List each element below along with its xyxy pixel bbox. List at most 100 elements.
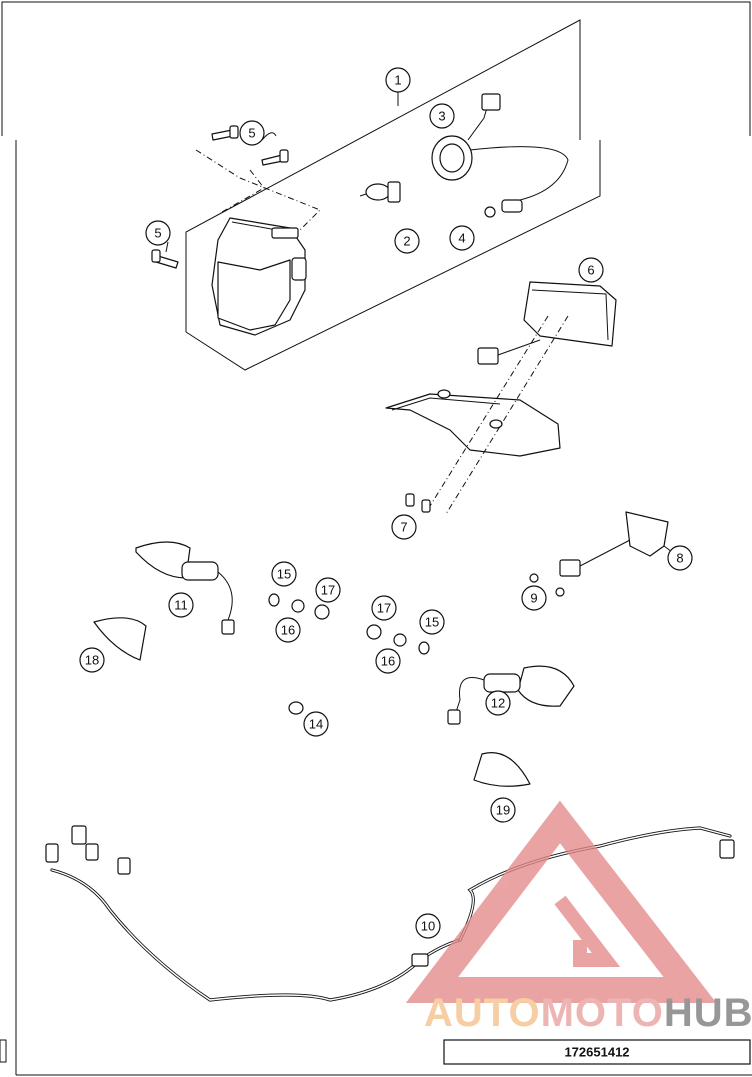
callout-circle xyxy=(667,545,693,571)
callout-circle xyxy=(371,595,397,621)
watermark-part-moto: MOTO xyxy=(541,991,664,1035)
callout-15a: 15 xyxy=(271,561,297,587)
callout-17a: 17 xyxy=(315,577,341,603)
callout-number: 5 xyxy=(154,226,161,241)
callout-circle xyxy=(239,120,265,146)
screw-5-left xyxy=(151,249,179,269)
bulb-socket xyxy=(431,93,569,201)
callout-5a: 5 xyxy=(239,120,265,146)
nut-17-left xyxy=(314,604,330,620)
callout-number: 2 xyxy=(403,234,410,249)
nut-17-right xyxy=(366,624,382,640)
callout-circle xyxy=(415,913,441,939)
callout-circle xyxy=(303,711,329,737)
callout-circle xyxy=(394,228,420,254)
screw-14 xyxy=(288,701,304,715)
callout-circle xyxy=(271,561,297,587)
washer-15-right xyxy=(418,641,430,655)
screw-7 xyxy=(405,493,431,513)
tail-light xyxy=(477,281,617,365)
callout-circle xyxy=(521,585,547,611)
callout-10: 10 xyxy=(415,913,441,939)
callout-number: 1 xyxy=(394,73,401,88)
callout-number: 3 xyxy=(438,109,445,124)
callout-circle xyxy=(449,225,475,251)
callout-15b: 15 xyxy=(419,609,445,635)
callout-number: 16 xyxy=(381,654,395,669)
callout-circle xyxy=(145,220,171,246)
callout-number: 7 xyxy=(400,520,407,535)
callout-number: 15 xyxy=(277,567,291,582)
callout-circle xyxy=(315,577,341,603)
callout-19: 19 xyxy=(490,797,516,823)
callout-circle xyxy=(391,514,417,540)
callout-8: 8 xyxy=(667,545,693,571)
turn-signal-front-right xyxy=(447,665,575,725)
callout-number: 11 xyxy=(174,598,188,613)
license-plate-light xyxy=(559,511,669,577)
reference-number: 172651412 xyxy=(564,1045,629,1060)
callout-number: 19 xyxy=(496,803,510,818)
callout-12: 12 xyxy=(485,690,511,716)
svg-text:AUTOMOTOHUB: AUTOMOTOHUB xyxy=(424,991,752,1035)
callout-14: 14 xyxy=(303,711,329,737)
callout-number: 15 xyxy=(425,615,439,630)
screw-5-upper xyxy=(211,125,239,141)
callout-4: 4 xyxy=(449,225,475,251)
callout-6: 6 xyxy=(578,257,604,283)
callout-16a: 16 xyxy=(275,617,301,643)
callout-2: 2 xyxy=(394,228,420,254)
rear-fender-bracket xyxy=(385,389,561,457)
callout-circle xyxy=(375,648,401,674)
callout-circle xyxy=(490,797,516,823)
headlight-bulb xyxy=(359,181,401,203)
screw-5-right xyxy=(261,149,289,166)
callout-circle xyxy=(419,609,445,635)
watermark-part-hub: HUB xyxy=(664,991,752,1035)
callout-number: 6 xyxy=(587,263,594,278)
callout-17b: 17 xyxy=(371,595,397,621)
callout-circle xyxy=(578,257,604,283)
watermark-part-auto: AUTO xyxy=(424,991,541,1035)
washer-15-left xyxy=(268,593,280,607)
callout-11: 11 xyxy=(168,592,194,618)
turn-signal-front-left xyxy=(135,541,235,635)
callout-number: 8 xyxy=(676,551,683,566)
callout-1: 1 xyxy=(385,67,411,93)
callout-number: 9 xyxy=(530,591,537,606)
callout-18: 18 xyxy=(79,647,105,673)
callout-circle xyxy=(79,647,105,673)
turn-signal-lens-left xyxy=(93,617,147,661)
callout-9: 9 xyxy=(521,585,547,611)
callout-circle xyxy=(275,617,301,643)
automotohub-watermark: AUTOMOTOHUB xyxy=(405,800,752,1035)
lock-washer-16-left xyxy=(291,599,305,613)
callout-circle xyxy=(168,592,194,618)
callout-number: 16 xyxy=(281,623,295,638)
wiring-harness xyxy=(45,825,735,1002)
callout-number: 10 xyxy=(421,919,435,934)
reference-number-box: 172651412 xyxy=(443,1039,751,1065)
lock-washer-16-right xyxy=(393,633,407,647)
headlight-group-panel xyxy=(185,19,601,371)
screw-9 xyxy=(529,573,565,597)
callout-7: 7 xyxy=(391,514,417,540)
callout-number: 14 xyxy=(309,717,323,732)
callout-circle xyxy=(429,103,455,129)
callout-number: 5 xyxy=(248,126,255,141)
turn-signal-lens-right xyxy=(473,752,531,787)
callout-16b: 16 xyxy=(375,648,401,674)
callout-number: 17 xyxy=(321,583,335,598)
callout-number: 18 xyxy=(85,653,99,668)
callout-number: 12 xyxy=(491,696,505,711)
callout-number: 4 xyxy=(458,231,465,246)
callout-circle xyxy=(385,67,411,93)
callout-3: 3 xyxy=(429,103,455,129)
callout-5b: 5 xyxy=(145,220,171,246)
parking-bulb xyxy=(484,199,523,218)
callout-number: 17 xyxy=(377,601,391,616)
headlight-housing xyxy=(211,217,307,336)
